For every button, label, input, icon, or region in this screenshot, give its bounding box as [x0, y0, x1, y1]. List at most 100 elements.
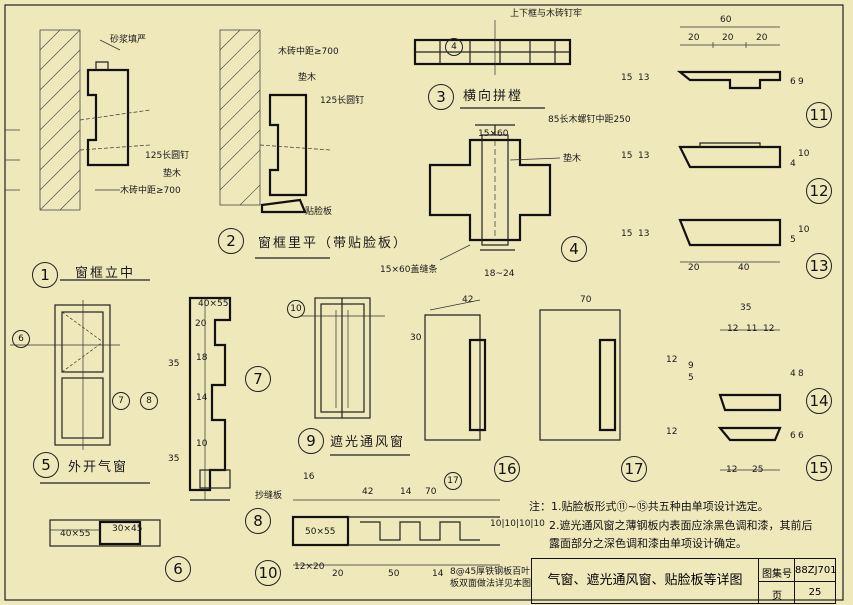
callout-1: 1 — [32, 262, 58, 288]
small-callout-4: 4 — [445, 38, 463, 56]
title-detail-3: 横向拼樘 — [463, 89, 524, 104]
label-block-wood-2: 垫木 — [163, 169, 182, 179]
dim-40x55-b: 40×55 — [198, 299, 229, 309]
detail-16-louver — [424, 299, 487, 441]
dim-20-a: 20 — [688, 33, 700, 43]
callout-4: 4 — [561, 236, 587, 262]
dim-15-b: 15 — [621, 151, 633, 161]
label-wood-brick-spacing-2: 木砖中距≥700 — [120, 186, 181, 196]
label-dim-15x60: 15×60 — [478, 129, 509, 139]
dim-20-f: 20 — [332, 569, 344, 579]
dim-42: 42 — [462, 295, 474, 305]
label-cover-strip: 抄缝板 — [255, 491, 283, 501]
dim-50: 50 — [388, 569, 400, 579]
label-block-wood-3: 垫木 — [563, 154, 582, 164]
dim-70-b: 70 — [425, 487, 437, 497]
dim-40x55: 40×55 — [60, 529, 91, 539]
detail-9-shaded-vent-window — [300, 297, 410, 456]
detail-5-outward-vent-window — [10, 300, 150, 484]
dim-12-e: 12 — [726, 465, 738, 475]
callout-5: 5 — [33, 452, 59, 478]
label-screw-85: 85长木螺钉中距250 — [548, 115, 631, 125]
dim-50x55: 50×55 — [305, 527, 336, 537]
detail-15-trim-profile — [717, 426, 782, 471]
detail-11-trim-profile — [676, 26, 782, 90]
dim-60: 60 — [720, 15, 732, 25]
title-block-atlas-value: 88ZJ701 — [795, 565, 837, 576]
title-detail-2: 窗框里平（带贴脸板） — [258, 236, 409, 251]
dim-20-b: 20 — [722, 33, 734, 43]
dim-18: 18 — [196, 353, 208, 363]
dim-12-a: 12 — [727, 324, 739, 334]
dim-11: 11 — [746, 324, 758, 334]
dim-12-c: 12 — [666, 355, 678, 365]
callout-13: 13 — [806, 253, 832, 279]
callout-9: 9 — [298, 428, 324, 454]
dim-5-b: 5 — [688, 373, 694, 383]
dim-4-b: 4 — [790, 369, 796, 379]
dim-8: 8 — [798, 369, 804, 379]
title-detail-5: 外开气窗 — [68, 460, 129, 475]
callout-15: 15 — [806, 455, 832, 481]
dim-35-c: 35 — [168, 454, 180, 464]
title-block-atlas-label: 图集号 — [762, 569, 792, 580]
small-callout-17: 17 — [444, 472, 462, 490]
note-1: 注：1.贴脸板形式⑪~⑮共五种由单项设计选定。 — [529, 500, 769, 513]
callout-8: 8 — [245, 508, 271, 534]
dim-4: 4 — [790, 159, 796, 169]
detail-3-horizontal-joining — [413, 20, 572, 109]
label-louver-note-b: 板双面做法详见本图 — [450, 579, 532, 589]
detail-14-trim-profile — [718, 329, 782, 412]
dim-12-d: 12 — [666, 427, 678, 437]
callout-10: 10 — [255, 560, 281, 586]
title-block-page-label: 页 — [772, 591, 782, 602]
label-wood-brick-spacing: 木砖中距≥700 — [278, 47, 339, 57]
label-nail-125-b: 125长圆钉 — [145, 151, 190, 161]
label-dim-18-24: 18~24 — [484, 269, 515, 279]
dim-20-c: 20 — [756, 33, 768, 43]
callout-3: 3 — [428, 84, 454, 110]
title-block-page-value: 25 — [808, 587, 822, 598]
detail-7-8-vertical-section — [188, 296, 232, 501]
dim-40: 40 — [738, 263, 750, 273]
dim-42-b: 42 — [362, 487, 374, 497]
callout-12: 12 — [806, 178, 832, 204]
dim-70: 70 — [580, 295, 592, 305]
detail-4-joint-section — [428, 124, 561, 261]
dim-25: 25 — [752, 465, 764, 475]
dim-35: 35 — [740, 303, 752, 313]
dim-14-b: 14 — [400, 487, 412, 497]
dim-6-c: 6 — [798, 431, 804, 441]
note-3: 露面部分之深色调和漆由单项设计确定。 — [549, 537, 747, 550]
detail-1-window-frame-center — [39, 29, 151, 281]
dim-14: 14 — [196, 393, 208, 403]
small-callout-6: 6 — [12, 330, 30, 348]
sheet-border — [4, 4, 844, 601]
dim-9: 9 — [798, 77, 804, 87]
dim-15-c: 15 — [621, 229, 633, 239]
dim-13: 13 — [638, 73, 650, 83]
detail-13-trim-profile — [678, 218, 782, 263]
dim-14-c: 14 — [432, 569, 444, 579]
dim-30x45: 30×45 — [112, 524, 143, 534]
callout-6: 6 — [165, 556, 191, 582]
note-2: 2.遮光通风窗之薄钢板内表面应涂黑色调和漆，其前后 — [549, 519, 813, 532]
callout-7: 7 — [245, 366, 271, 392]
dim-13-c: 13 — [638, 229, 650, 239]
dim-35-b: 35 — [168, 359, 180, 369]
dim-5: 5 — [790, 235, 796, 245]
callout-14: 14 — [806, 388, 832, 414]
label-block-wood: 垫木 — [298, 73, 317, 83]
label-nail-125: 125长圆钉 — [320, 96, 365, 106]
label-louver-note-a: 8@45厚铁钢板百叶 — [450, 567, 531, 577]
dim-6-b: 6 — [790, 431, 796, 441]
label-cover-strip-15x60: 15×60盖缝条 — [380, 265, 438, 275]
title-block-title: 气窗、遮光通风窗、贴脸板等详图 — [532, 559, 759, 603]
label-sand-mortar: 砂浆填严 — [110, 35, 147, 45]
label-top-bottom-frame: 上下框与木砖钉牢 — [510, 9, 583, 19]
dim-10x4: 10|10|10|10 — [490, 519, 545, 529]
dim-20-e: 20 — [195, 319, 207, 329]
dim-16: 16 — [303, 472, 315, 482]
